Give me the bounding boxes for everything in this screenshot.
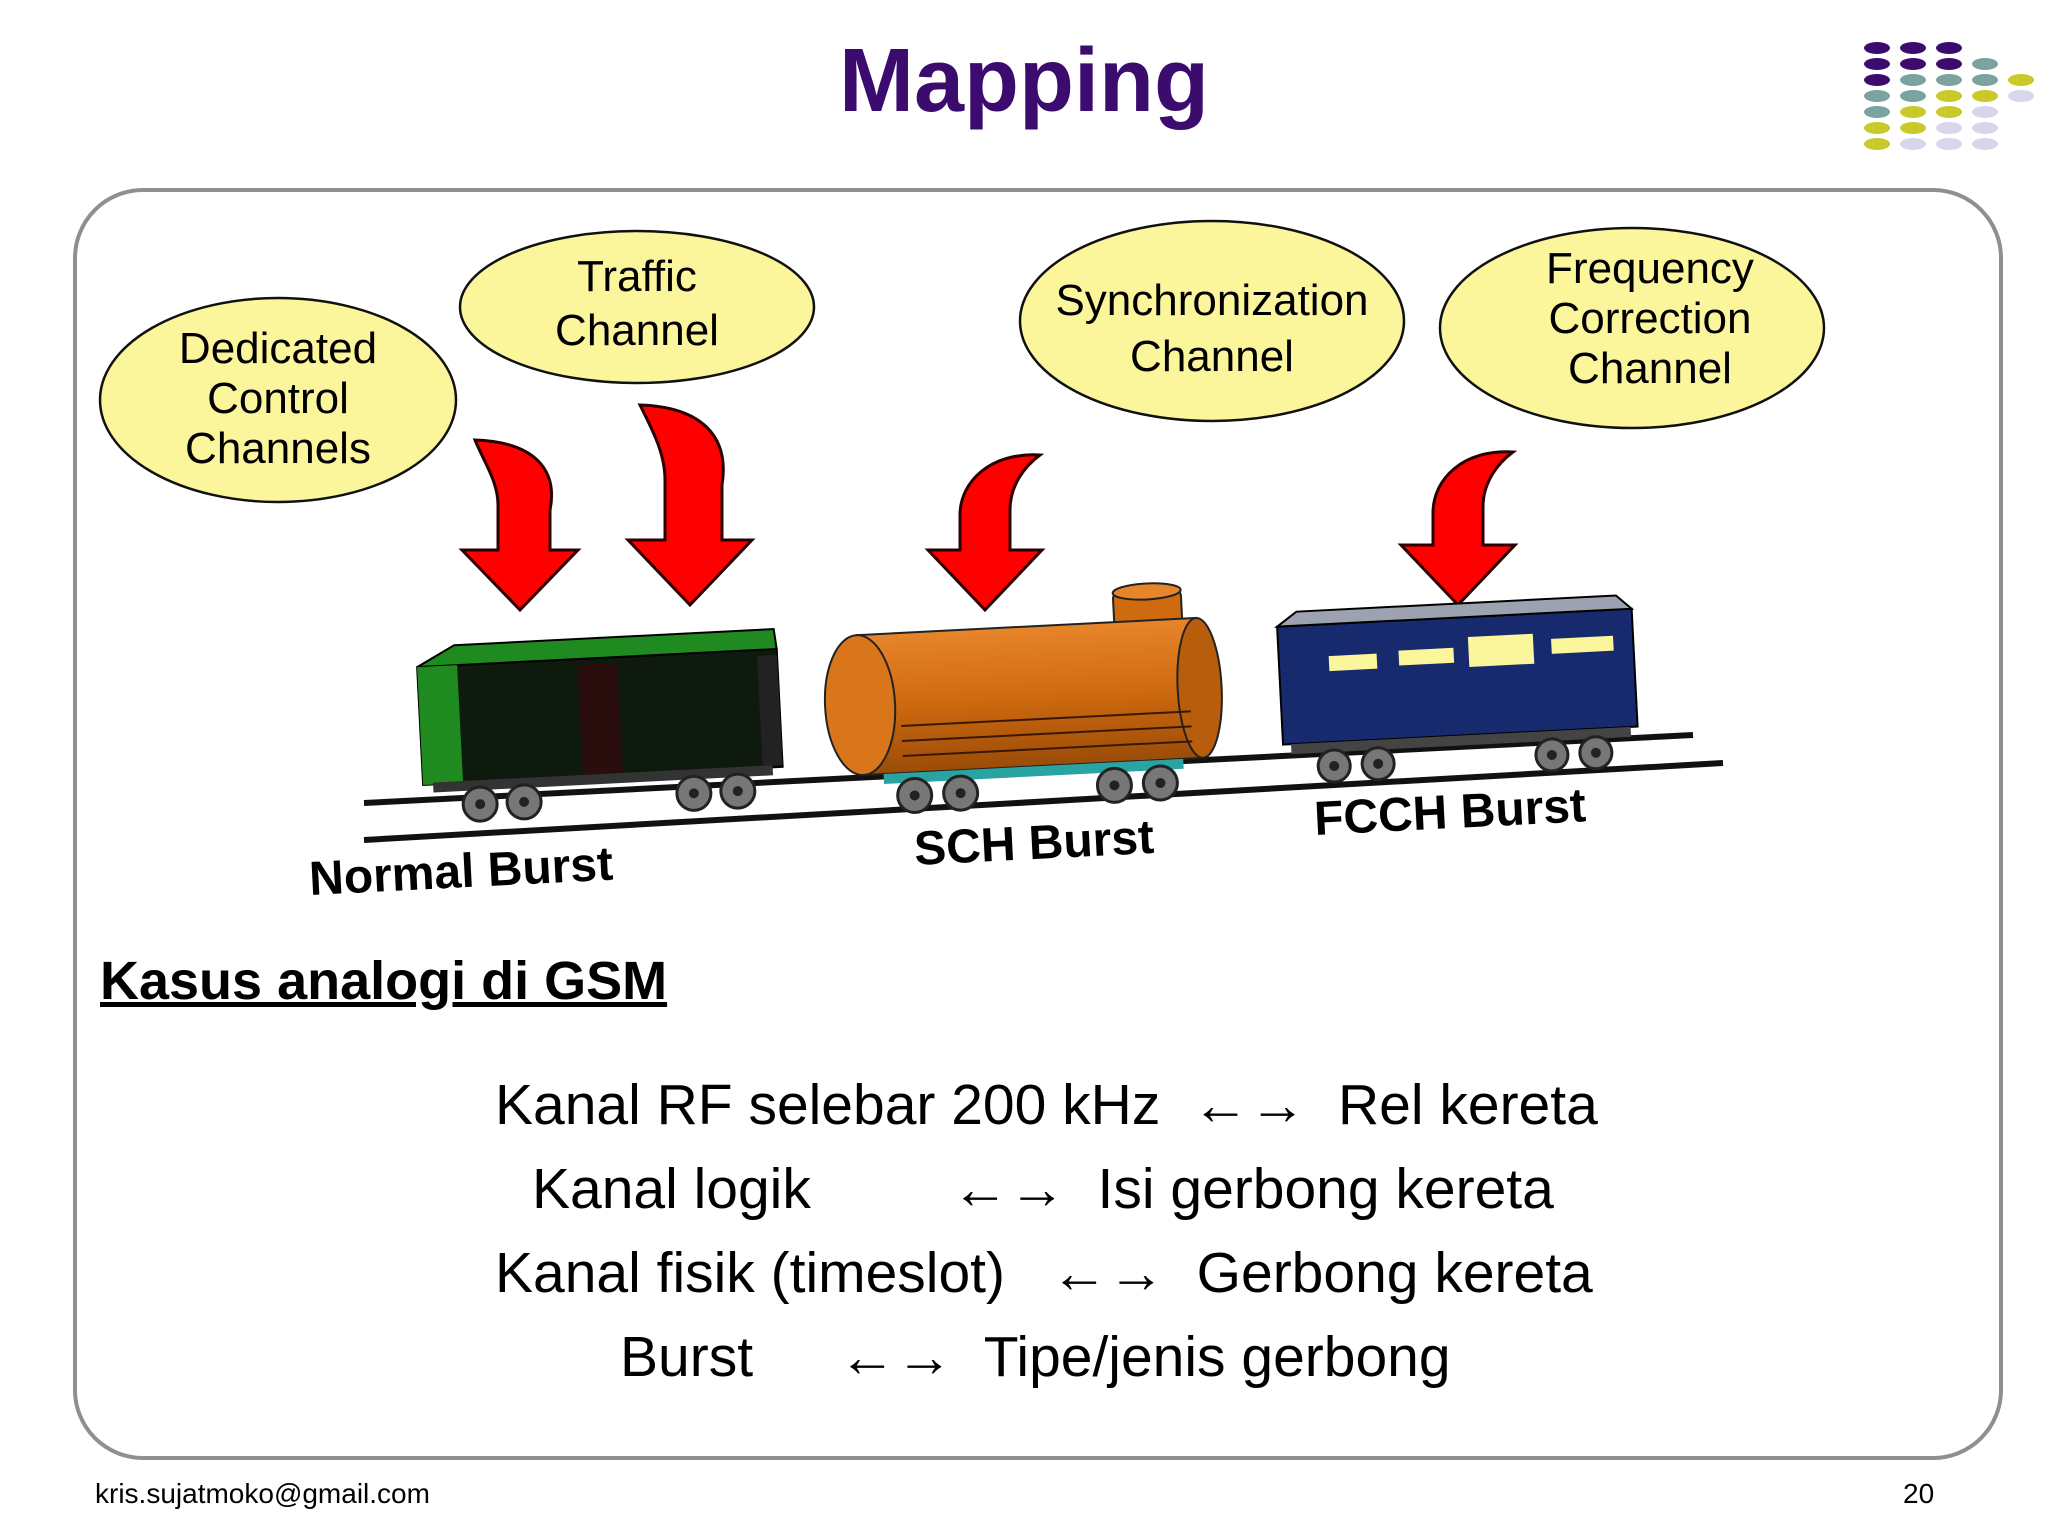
decorative-dot — [1864, 122, 1890, 134]
train-analogy-diagram: Dedicated Control Channels Traffic Chann… — [98, 219, 1826, 906]
decorative-dot — [1900, 74, 1926, 86]
analogy-left: Kanal logik — [532, 1157, 811, 1221]
navy-passenger-car — [1273, 594, 1639, 784]
bubble-traffic-channel: Traffic Channel — [458, 229, 816, 385]
decorative-dot — [1936, 42, 1962, 54]
double-arrow-icon: ←→ — [951, 1157, 1066, 1221]
decorative-dot — [2008, 90, 2034, 102]
bubble-text-line: Correction — [1549, 294, 1752, 343]
red-curved-arrow-icon — [624, 403, 756, 608]
decorative-dot — [1936, 58, 1962, 70]
analogy-left: Kanal fisik (timeslot) — [495, 1241, 1005, 1305]
bubble-text-line: Channel — [1568, 344, 1732, 393]
bubble-text-line: Dedicated — [179, 324, 377, 373]
red-curved-arrow-icon — [1397, 450, 1519, 608]
analogy-right: Rel kereta — [1338, 1073, 1598, 1137]
analogy-row: Burst ←→ Tipe/jenis gerbong — [620, 1324, 1451, 1390]
decorative-dot — [1864, 106, 1890, 118]
bubble-text-line: Channel — [1130, 332, 1294, 381]
page-number: 20 — [1903, 1478, 1935, 1509]
analogy-left: Kanal RF selebar 200 kHz — [495, 1073, 1161, 1137]
decorative-dot — [1864, 42, 1890, 54]
bubble-text-line: Traffic — [577, 252, 697, 301]
decorative-dot-grid — [1864, 42, 2034, 150]
decorative-dot — [2008, 74, 2034, 86]
sch-burst-label: SCH Burst — [913, 811, 1155, 876]
decorative-dot — [1936, 122, 1962, 134]
bubble-text-line: Control — [207, 374, 349, 423]
bubble-text-line: Synchronization — [1055, 276, 1368, 325]
decorative-dot — [1900, 122, 1926, 134]
decorative-dot — [1864, 90, 1890, 102]
normal-burst-label: Normal Burst — [308, 838, 614, 906]
green-boxcar — [416, 628, 784, 823]
analogy-right: Tipe/jenis gerbong — [983, 1325, 1451, 1389]
bubble-text-line: Channels — [185, 424, 371, 473]
fcch-burst-label: FCCH Burst — [1313, 779, 1587, 846]
decorative-dot — [1900, 138, 1926, 150]
double-arrow-icon: ←→ — [838, 1325, 953, 1389]
decorative-dot — [1972, 74, 1998, 86]
red-curved-arrow-icon — [458, 438, 582, 613]
bubble-text-line: Channel — [555, 306, 719, 355]
analogy-left: Burst — [620, 1325, 754, 1389]
decorative-dot — [1936, 90, 1962, 102]
decorative-dot — [1864, 138, 1890, 150]
decorative-dot — [1972, 106, 1998, 118]
analogy-right: Isi gerbong kereta — [1097, 1157, 1554, 1221]
decorative-dot — [1900, 58, 1926, 70]
analogy-row: Kanal logik ←→ Isi gerbong kereta — [532, 1156, 1554, 1222]
double-arrow-icon: ←→ — [1050, 1241, 1165, 1305]
orange-tanker-car — [823, 582, 1223, 814]
decorative-dot — [1972, 122, 1998, 134]
analogy-heading: Kasus analogi di GSM — [100, 951, 668, 1011]
author-email: kris.sujatmoko@gmail.com — [95, 1478, 430, 1509]
content-frame — [73, 188, 2003, 1460]
decorative-dot — [1936, 74, 1962, 86]
bubble-synchronization-channel: Synchronization Channel — [1018, 219, 1406, 423]
analogy-row: Kanal fisik (timeslot) ←→ Gerbong kereta — [495, 1240, 1593, 1306]
analogy-right: Gerbong kereta — [1196, 1241, 1593, 1305]
decorative-dot — [1864, 58, 1890, 70]
double-arrow-icon: ←→ — [1192, 1073, 1307, 1137]
decorative-dot — [1972, 58, 1998, 70]
bubble-dedicated-control-channels: Dedicated Control Channels — [98, 296, 458, 504]
slide-title: Mapping — [839, 31, 1209, 131]
red-curved-arrow-icon — [924, 453, 1046, 613]
analogy-row: Kanal RF selebar 200 kHz ←→ Rel kereta — [495, 1072, 1598, 1138]
decorative-dot — [1972, 138, 1998, 150]
decorative-dot — [1900, 90, 1926, 102]
decorative-dot — [1900, 106, 1926, 118]
bubble-text-line: Frequency — [1546, 244, 1754, 293]
decorative-dot — [1936, 106, 1962, 118]
bubble-frequency-correction-channel: Frequency Correction Channel — [1438, 226, 1826, 430]
decorative-dot — [1864, 74, 1890, 86]
decorative-dot — [1936, 138, 1962, 150]
decorative-dot — [1900, 42, 1926, 54]
decorative-dot — [1972, 90, 1998, 102]
